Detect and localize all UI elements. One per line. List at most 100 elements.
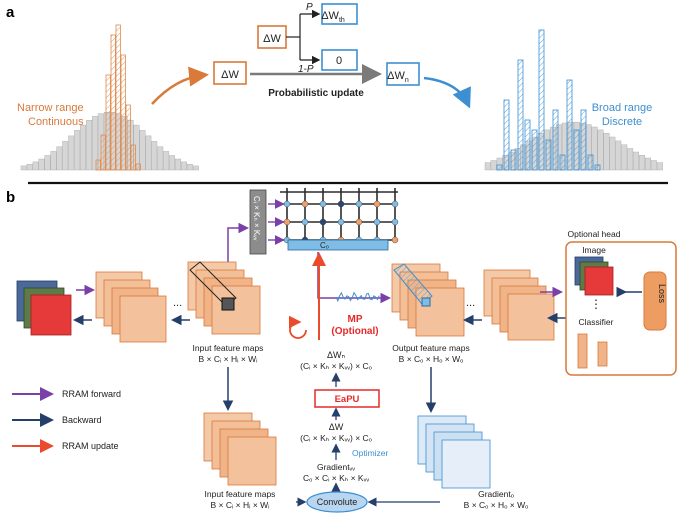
memristor-cell (391, 236, 399, 244)
legend-label: RRAM update (62, 441, 119, 451)
gray-histogram-bar (180, 161, 187, 171)
gray-histogram-bar (621, 144, 628, 171)
gray-histogram-bar (157, 146, 164, 171)
input-fm-dims: B × Cᵢ × Hᵢ × Wᵢ (198, 354, 257, 364)
loss-box (643, 271, 667, 331)
gray-histogram-bar (44, 155, 51, 171)
gray-histogram-bar (175, 158, 182, 171)
orange-histogram-bar (135, 163, 141, 171)
right-caption-line1: Broad range (592, 102, 653, 114)
blue-histogram-bar (552, 109, 559, 171)
gray-histogram-bar (484, 162, 491, 171)
gray-histogram-bar (74, 130, 81, 171)
crossbar-output-bar (287, 239, 389, 251)
memristor-cell (319, 218, 327, 226)
gray-histogram-bar (645, 157, 651, 171)
gray-histogram-bar (163, 151, 170, 171)
ellipsis-2: ... (466, 297, 475, 309)
blue-histogram-bar (580, 109, 587, 171)
crossbar-col-label: Cᵢ × Kₕ × Kᵥᵥ (252, 196, 261, 241)
right-caption-line2: Discrete (602, 116, 642, 128)
mp-label: MP (348, 314, 363, 325)
gray-histogram-bar (650, 160, 657, 171)
blue-histogram-bar (545, 139, 552, 171)
memristor-cell (373, 200, 381, 208)
crossbar-row-label: Cₒ (320, 241, 329, 250)
blue-histogram-bar (594, 164, 601, 171)
input-feature-maps-stack (187, 261, 261, 335)
orange-histogram-bar (100, 134, 106, 171)
gray-histogram-bar (62, 141, 69, 171)
memristor-cell (301, 200, 309, 208)
memristor-cell (283, 200, 291, 208)
memristor-cell (355, 218, 363, 226)
blue-curve-arrow (423, 76, 471, 109)
gray-histogram-bar (20, 165, 27, 171)
dw-dims: (Cᵢ × Kₕ × Kᵥᵥ) × Cₒ (300, 433, 372, 443)
gray-histogram-bar (591, 126, 598, 171)
blue-histogram-bar (559, 154, 566, 171)
gray-histogram-bar (26, 163, 33, 171)
panel-b-label: b (6, 189, 15, 206)
input-fm-title: Input feature maps (193, 343, 264, 353)
dwn-box (386, 62, 420, 86)
dw-top-label: ΔW (263, 33, 281, 45)
eapu-label: EaPU (335, 394, 360, 405)
memristor-cell (337, 218, 345, 226)
orange-curve-arrow (151, 66, 209, 105)
blue-histogram-bar (573, 129, 580, 171)
blue-histogram-bar (503, 99, 510, 171)
gradient-o-stack (417, 415, 491, 489)
gray-histogram-bar (32, 161, 39, 171)
gray-histogram-bar (627, 148, 634, 171)
blue-histogram-bar (587, 154, 594, 171)
left-caption-line2: Continuous (28, 116, 84, 128)
legend-label: Backward (62, 415, 102, 425)
blue-histogram-bar (510, 149, 517, 171)
classifier-bars (577, 333, 608, 369)
image-label: Image (582, 245, 606, 255)
prob-1p-label: 1-P (298, 64, 314, 75)
feature-stack-2 (483, 269, 555, 341)
orange-histogram-bar (125, 104, 131, 171)
crossbar-input-bar (249, 189, 267, 255)
gray-histogram-bar (609, 136, 616, 171)
dw-th-box (321, 3, 358, 25)
gray-histogram-bar (38, 158, 45, 171)
dwn-box-label: ΔWn (387, 70, 409, 84)
convolute-node (306, 491, 368, 513)
gray-histogram-bar (80, 124, 87, 171)
memristor-cell (319, 200, 327, 208)
gray-histogram-bar (169, 155, 176, 171)
right-histogram (484, 29, 663, 171)
zero-box (321, 49, 358, 71)
gray-histogram-bar (91, 116, 98, 171)
input-feature-maps-stack-2 (203, 412, 277, 486)
dwn-label: ΔWₙ (327, 350, 346, 360)
gray-histogram-bar (186, 163, 193, 171)
gray-histogram-bar (145, 135, 152, 171)
convolute-label: Convolute (317, 497, 358, 507)
gray-histogram-bar (639, 154, 645, 171)
gradient-w-label: Gradientᵥᵥ (317, 462, 355, 472)
blue-histogram-bar (566, 79, 573, 171)
forward-from-crossbar (317, 252, 391, 304)
input-fm2-title: Input feature maps (205, 489, 276, 499)
legend-label: RRAM forward (62, 389, 121, 399)
blue-histogram-bar (496, 164, 503, 171)
head-image-stack (574, 256, 614, 296)
analog-signal-icon (335, 291, 380, 303)
left-caption-line1: Narrow range (17, 102, 84, 114)
gray-histogram-bar (86, 120, 93, 171)
gray-histogram-bar (68, 135, 75, 171)
gray-histogram-bar (139, 130, 146, 171)
gradient-o-label: Gradientₒ (478, 489, 514, 499)
output-feature-maps-stack (391, 263, 465, 337)
dw-box-label: ΔW (221, 69, 239, 81)
gray-histogram-bar (50, 151, 57, 171)
dw-box (213, 61, 247, 85)
eapu-box (314, 389, 380, 408)
input-image-stack (16, 280, 72, 336)
